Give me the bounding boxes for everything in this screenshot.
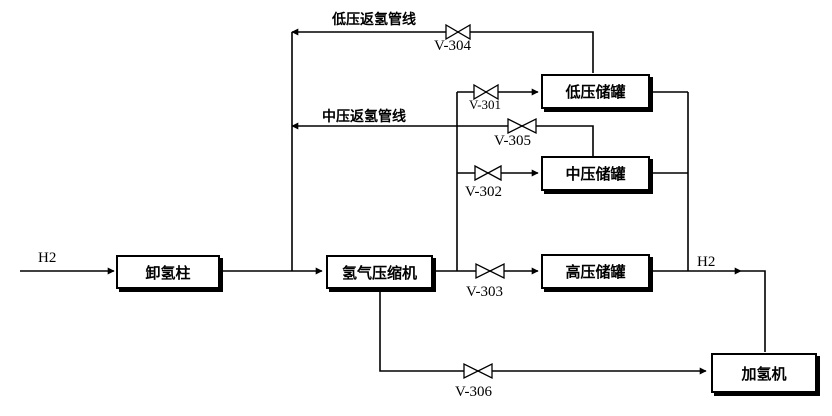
bypass-line: [379, 290, 707, 375]
valve-v305-label: V-305: [494, 133, 531, 149]
valve-v301-icon[interactable]: [473, 83, 499, 101]
valve-v303-label: V-303: [466, 284, 503, 300]
valve-v304-label: V-304: [434, 38, 471, 54]
unload-column-box[interactable]: 卸氢柱: [116, 255, 220, 289]
valve-v302-label: V-302: [465, 184, 502, 200]
valve-v303-icon[interactable]: [475, 262, 505, 280]
valve-v306-icon[interactable]: [463, 362, 493, 380]
hp-tank-box[interactable]: 高压储罐: [541, 254, 650, 289]
mp-tank-box[interactable]: 中压储罐: [541, 156, 650, 191]
compressor-box[interactable]: 氢气压缩机: [326, 255, 433, 289]
valve-v301-label: V-301: [469, 97, 502, 112]
outlet-h2-label: H2: [697, 254, 716, 270]
mp-return-line: [291, 122, 594, 156]
valve-v302-icon[interactable]: [474, 164, 502, 182]
dispenser-box[interactable]: 加氢机: [711, 353, 817, 393]
lp-tank-box[interactable]: 低压储罐: [541, 74, 650, 109]
lp-return-line-label: 低压返氢管线: [332, 12, 416, 28]
valve-v306-label: V-306: [455, 384, 492, 400]
to-dispenser-line: [741, 270, 766, 352]
inlet-h2-label: H2: [38, 250, 57, 266]
mp-return-line-label: 中压返氢管线: [322, 109, 406, 125]
valve-v304-icon[interactable]: [445, 23, 471, 41]
lp-return-line: [291, 28, 594, 73]
valve-v305-icon[interactable]: [507, 117, 537, 135]
